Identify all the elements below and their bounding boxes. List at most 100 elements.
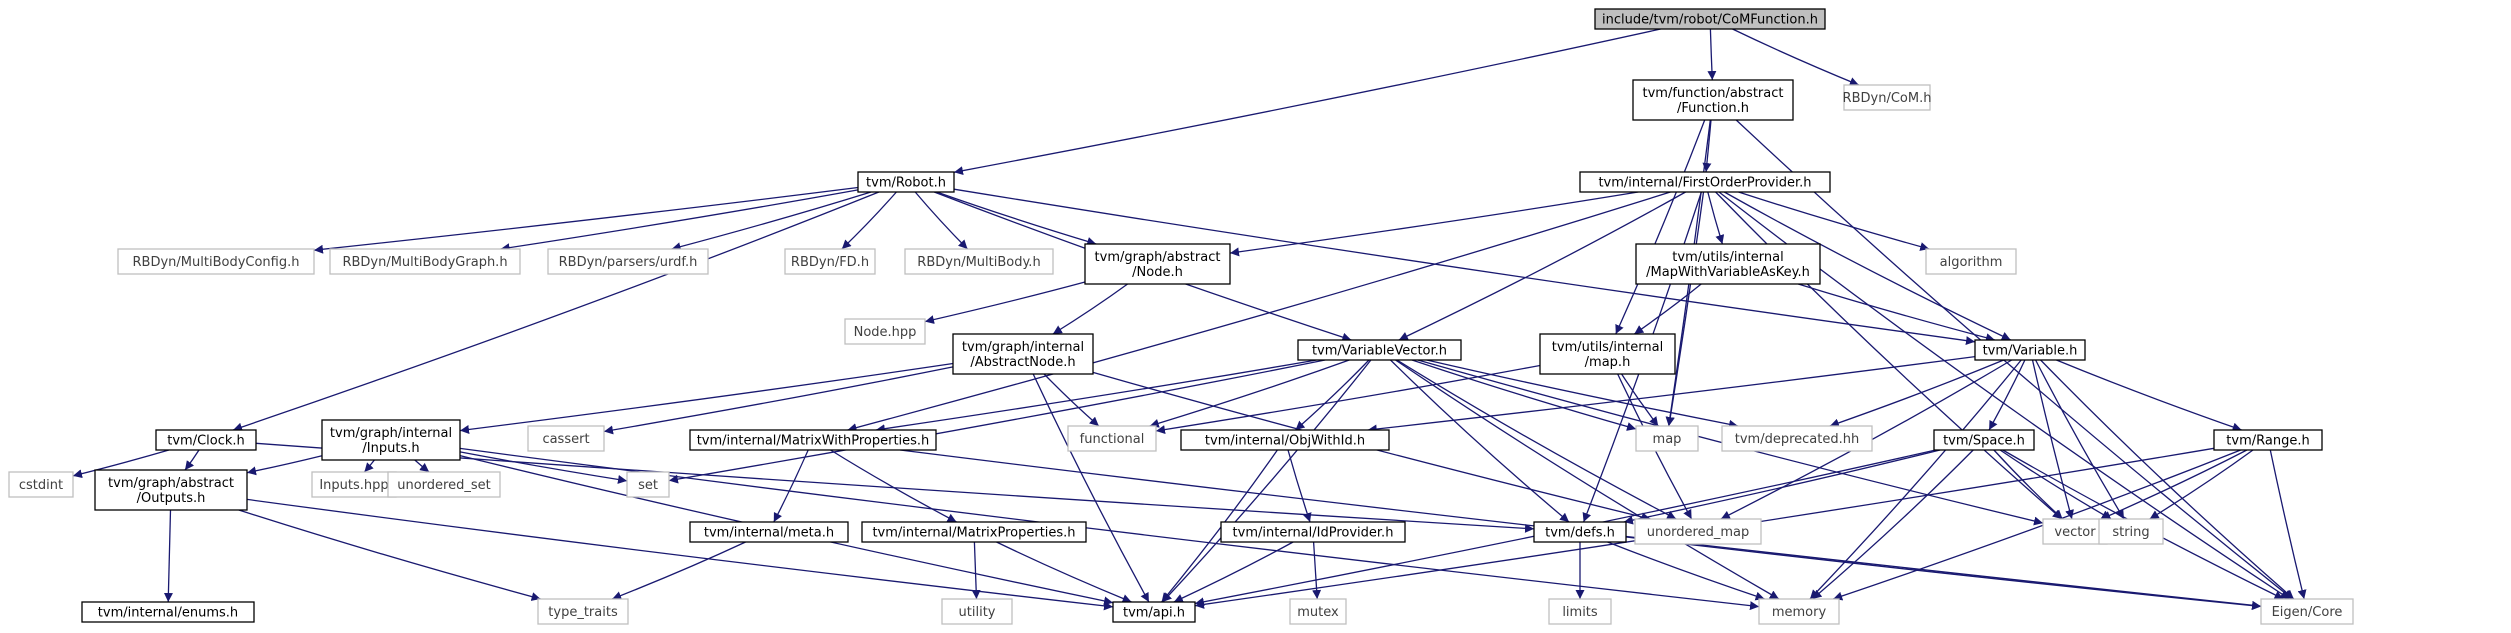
edge-space-to-memory: [1812, 449, 1974, 600]
node-variable[interactable]: tvm/Variable.h: [1974, 339, 2086, 361]
node-label: map: [1653, 432, 1682, 447]
node-box: [689, 429, 937, 451]
node-node-h[interactable]: tvm/graph/abstract/Node.h: [1084, 243, 1231, 285]
node-box: [2042, 518, 2108, 545]
edge-range-to-memory: [1832, 449, 2241, 601]
edge-space-to-defs: [1623, 449, 1941, 525]
node-box: [329, 248, 521, 275]
node-mb: RBDyn/MultiBody.h: [904, 248, 1054, 275]
node-varvec[interactable]: tvm/VariableVector.h: [1297, 339, 1462, 361]
node-inputs[interactable]: tvm/graph/internal/Inputs.h: [321, 419, 461, 461]
node-label: algorithm: [1940, 255, 2003, 270]
edge-variable-to-string: [2035, 359, 2125, 520]
edge-robot-to-mb: [914, 191, 968, 250]
edge-mapwithvar-to-variable: [1798, 283, 1996, 343]
node-label: /Outputs.h: [137, 491, 206, 506]
node-box: [952, 333, 1094, 375]
node-space[interactable]: tvm/Space.h: [1933, 429, 2035, 451]
node-matprops[interactable]: tvm/internal/MatrixProperties.h: [861, 521, 1087, 543]
edge-idprovider-to-mutex: [1312, 541, 1322, 600]
node-box: [117, 248, 315, 275]
edge-variable-to-eigen: [2040, 359, 2295, 600]
edge-space-to-vector: [1993, 449, 2064, 520]
node-box: [1632, 79, 1794, 121]
node-label: type_traits: [548, 605, 618, 620]
node-label: tvm/defs.h: [1545, 526, 1615, 541]
node-box: [904, 248, 1054, 275]
node-box: [1843, 84, 1931, 111]
node-vector: vector: [2042, 518, 2108, 545]
node-api[interactable]: tvm/api.h: [1112, 601, 1196, 623]
node-unordered-map: unordered_map: [1634, 518, 1762, 545]
node-outputs[interactable]: tvm/graph/abstract/Outputs.h: [94, 469, 248, 511]
node-label: /Inputs.h: [362, 441, 419, 456]
node-enums[interactable]: tvm/internal/enums.h: [81, 601, 255, 623]
node-box: [1634, 518, 1762, 545]
edge-function-to-first-order: [1702, 119, 1712, 173]
edge-robot-to-mbc: [313, 186, 859, 254]
node-box: [8, 471, 74, 498]
edge-first-order-to-varvec: [1398, 191, 1686, 341]
edge-map-h-to-map: [1621, 373, 1659, 427]
node-root[interactable]: include/tvm/robot/CoMFunction.h: [1594, 8, 1826, 30]
edge-matprops-to-utility: [971, 541, 981, 600]
node-label: tvm/internal/ObjWithId.h: [1205, 434, 1365, 449]
edge-clock-to-cstdint: [72, 449, 170, 479]
node-memory: memory: [1758, 598, 1840, 625]
edge-range-to-vector: [2101, 449, 2248, 520]
edge-first-order-to-algorithm: [1738, 191, 1930, 251]
edge-meta-to-type-traits: [611, 541, 746, 600]
node-functional: functional: [1067, 425, 1157, 452]
node-label: RBDyn/MultiBodyConfig.h: [133, 255, 300, 270]
node-box: [1539, 333, 1676, 375]
node-function[interactable]: tvm/function/abstract/Function.h: [1632, 79, 1794, 121]
edge-variable-to-objwithid: [1367, 355, 1976, 434]
edge-robot-to-variable: [953, 188, 1976, 346]
node-label: set: [638, 478, 658, 493]
edge-inputs-to-outputs: [246, 455, 323, 476]
node-label: RBDyn/FD.h: [791, 255, 869, 270]
node-label: cassert: [542, 432, 589, 447]
edge-mwp-to-meta: [773, 449, 809, 523]
edge-varvec-to-set: [668, 359, 1326, 484]
node-box: [2098, 518, 2164, 545]
node-mapwithvar[interactable]: tvm/utils/internal/MapWithVariableAsKey.…: [1635, 243, 1821, 285]
edge-varvec-to-objwithid: [1295, 359, 1370, 431]
node-label: tvm/graph/internal: [330, 426, 452, 441]
node-objwithid[interactable]: tvm/internal/ObjWithId.h: [1180, 429, 1390, 451]
node-clock[interactable]: tvm/Clock.h: [155, 429, 257, 451]
node-idprovider[interactable]: tvm/internal/IdProvider.h: [1220, 521, 1406, 543]
edge-root-to-rbdyn-com: [1732, 28, 1860, 86]
node-robot[interactable]: tvm/Robot.h: [857, 171, 955, 193]
node-first-order[interactable]: tvm/internal/FirstOrderProvider.h: [1579, 171, 1831, 193]
node-label: tvm/internal/MatrixProperties.h: [872, 526, 1075, 541]
node-label: cstdint: [19, 478, 63, 493]
node-label: tvm/internal/enums.h: [98, 606, 238, 621]
node-box: [1180, 429, 1390, 451]
node-label: RBDyn/MultiBody.h: [917, 255, 1040, 270]
node-mbg: RBDyn/MultiBodyGraph.h: [329, 248, 521, 275]
node-box: [1974, 339, 2086, 361]
node-label: vector: [2054, 525, 2096, 540]
node-map-h[interactable]: tvm/utils/internal/map.h: [1539, 333, 1676, 375]
node-box: [626, 471, 670, 498]
edge-varvec-to-mwp: [875, 359, 1317, 434]
edge-first-order-to-map: [1665, 191, 1705, 427]
edge-varvec-to-api: [1162, 359, 1372, 603]
edge-robot-to-fd: [841, 191, 897, 250]
node-box: [155, 429, 257, 451]
node-range[interactable]: tvm/Range.h: [2213, 429, 2323, 451]
node-abstractnode[interactable]: tvm/graph/internal/AbstractNode.h: [952, 333, 1094, 375]
node-box: [2213, 429, 2323, 451]
node-meta[interactable]: tvm/internal/meta.h: [689, 521, 849, 543]
node-label: /map.h: [1585, 355, 1631, 370]
node-mwp[interactable]: tvm/internal/MatrixWithProperties.h: [689, 429, 937, 451]
edge-space-to-string: [1999, 449, 2112, 520]
node-label: unordered_map: [1647, 525, 1750, 540]
edge-root-to-function: [1707, 28, 1717, 81]
node-defs[interactable]: tvm/defs.h: [1533, 521, 1627, 543]
node-mbc: RBDyn/MultiBodyConfig.h: [117, 248, 315, 275]
node-box: [1635, 243, 1821, 285]
node-box: [1112, 601, 1196, 623]
edge-node-h-to-abstractnode: [1052, 283, 1128, 335]
